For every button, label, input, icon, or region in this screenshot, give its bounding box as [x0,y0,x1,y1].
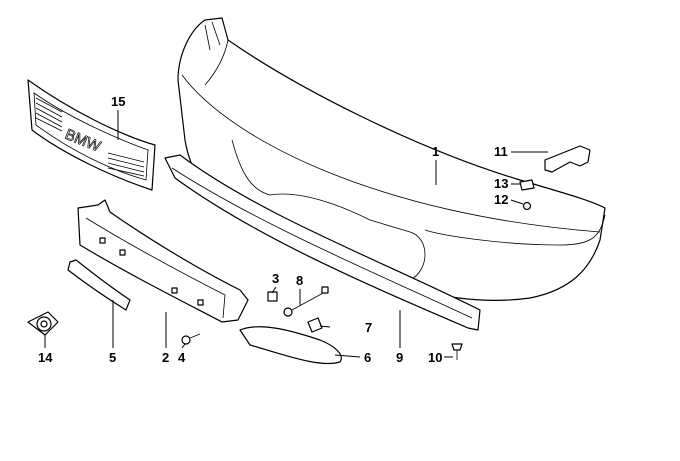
spoiler-strip [164,154,481,331]
callout-8: 8 [296,273,304,288]
callout-6: 6 [364,350,372,365]
leader-lines [44,110,548,358]
callout-7: 7 [365,320,373,335]
reflector-strip [67,259,131,311]
callout-1: 1 [432,144,440,159]
clip-7 [307,317,323,333]
clip-13 [519,179,535,191]
cable-8 [283,286,329,317]
callout-13: 13 [494,176,509,191]
callout-5: 5 [109,350,117,365]
bracket [544,145,591,173]
trim-grille: BMW [27,79,156,191]
screw-10 [451,343,463,360]
callout-11: 11 [494,144,508,159]
clip-3 [267,291,278,302]
callout-14: 14 [38,350,53,365]
license-plate-base [77,199,249,323]
callout-12: 12 [494,192,509,207]
callout-10: 10 [428,350,443,365]
callout-2: 2 [162,350,170,365]
callout-9: 9 [396,350,404,365]
callout-4: 4 [178,350,186,365]
bumper-cover [177,17,606,301]
callout-15: 15 [111,94,126,109]
nut-12 [522,201,532,211]
screw-4 [181,333,201,345]
end-trim [239,326,342,365]
grommet-14 [27,311,59,336]
callout-3: 3 [272,271,280,286]
